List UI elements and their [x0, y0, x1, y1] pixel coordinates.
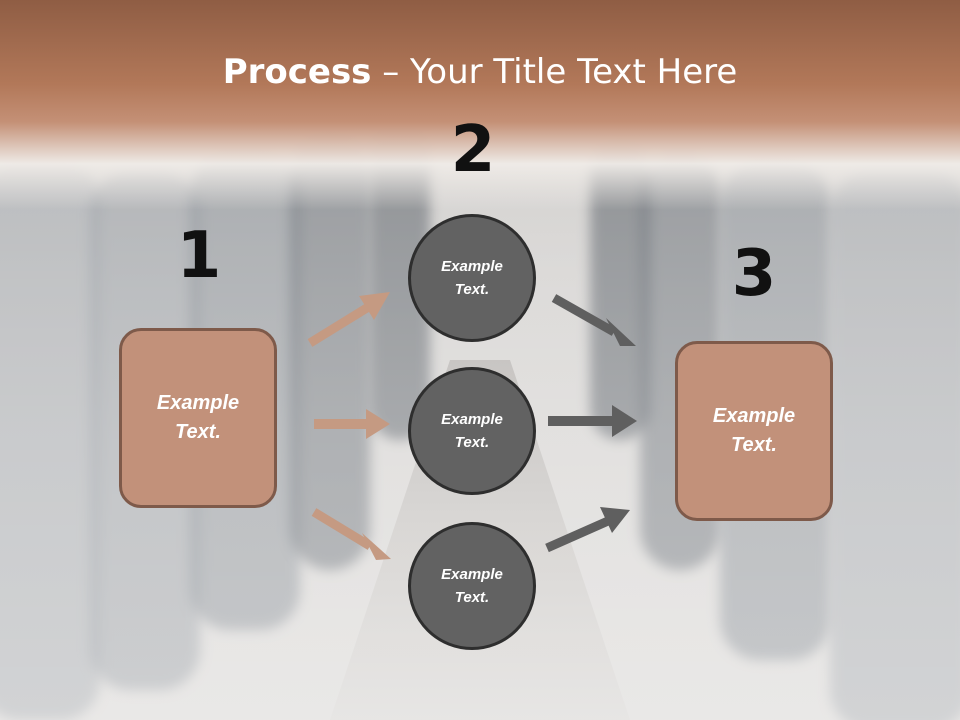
- step-2-circle-middle: Example Text.: [408, 367, 536, 495]
- title-band: [0, 0, 960, 210]
- step-1-text: Example Text.: [156, 392, 240, 443]
- step-2-circle-top: Example Text.: [408, 214, 536, 342]
- circle-text: Example Text.: [441, 566, 503, 606]
- arrow-box1-to-circle-bottom: [311, 508, 391, 560]
- slide-title: Process – Your Title Text Here: [0, 52, 960, 92]
- arrow-circle-bottom-to-box3: [545, 507, 630, 553]
- background-car: [0, 160, 100, 720]
- circle-text: Example Text.: [441, 258, 503, 298]
- arrow-circle-middle-to-box3: [548, 405, 637, 437]
- step-number-1: 1: [176, 219, 222, 293]
- arrow-circle-top-to-box3: [551, 294, 636, 346]
- title-bold: Process: [222, 52, 372, 92]
- step-number-2: 2: [450, 113, 496, 187]
- title-rest: – Your Title Text Here: [371, 52, 738, 92]
- step-3-box: Example Text.: [675, 341, 833, 521]
- step-2-circle-bottom: Example Text.: [408, 522, 536, 650]
- arrow-box1-to-circle-middle: [314, 409, 390, 439]
- step-3-text: Example Text.: [712, 405, 796, 456]
- background-car: [830, 170, 960, 720]
- circle-text: Example Text.: [441, 411, 503, 451]
- step-number-3: 3: [731, 237, 777, 311]
- step-1-box: Example Text.: [119, 328, 277, 508]
- arrow-box1-to-circle-top: [307, 292, 390, 347]
